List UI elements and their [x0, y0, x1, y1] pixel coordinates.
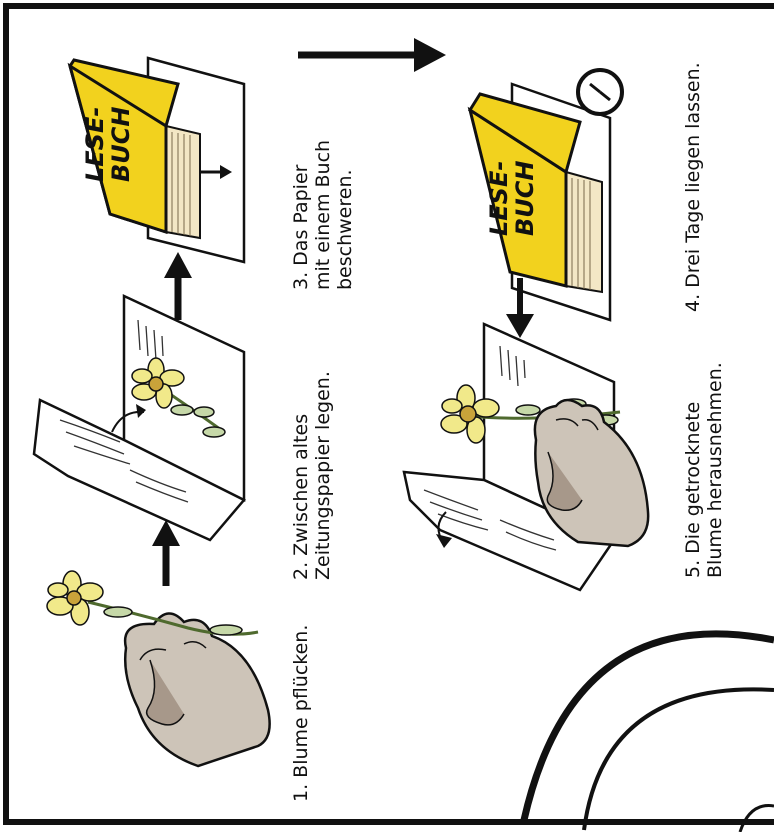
- step-4-label: 4. Drei Tage liegen lassen.: [682, 62, 704, 312]
- step-2-line-2: Zeitungspapier legen.: [312, 371, 334, 580]
- arrow-up-icon: [164, 252, 192, 320]
- clock-icon: [578, 70, 622, 114]
- arrow-up-icon: [152, 520, 180, 586]
- step-5-line-1: 5. Die getrocknete: [682, 362, 704, 578]
- step-1-text: 1. Blume pflücken.: [290, 625, 312, 802]
- book-title-top: LESE- BUCH: [82, 107, 134, 182]
- book-title-line-2: BUCH: [108, 107, 134, 182]
- step-2-label: 2. Zwischen altes Zeitungspapier legen.: [290, 371, 334, 580]
- hand-icon: [125, 613, 270, 766]
- step-3-label: 3. Das Papier mit einem Buch beschweren.: [290, 140, 356, 290]
- step-4-text: 4. Drei Tage liegen lassen.: [682, 62, 704, 312]
- step-5-label: 5. Die getrocknete Blume herausnehmen.: [682, 362, 726, 578]
- step-3-line-2: mit einem Buch: [312, 140, 334, 290]
- step-3-line-3: beschweren.: [334, 140, 356, 290]
- book-title-line-2-b: BUCH: [512, 161, 538, 236]
- arrow-right-icon: [298, 38, 446, 72]
- step-5-line-2: Blume herausnehmen.: [704, 362, 726, 578]
- step-2-line-1: 2. Zwischen altes: [290, 371, 312, 580]
- newspaper-illustration: [34, 296, 244, 540]
- step-1-label: 1. Blume pflücken.: [290, 625, 312, 802]
- book-title-line-1: LESE-: [82, 107, 108, 182]
- decorative-curve: [524, 634, 774, 832]
- book-title-line-1-b: LESE-: [486, 161, 512, 236]
- book-title-bottom: LESE- BUCH: [486, 161, 538, 236]
- step-3-line-1: 3. Das Papier: [290, 140, 312, 290]
